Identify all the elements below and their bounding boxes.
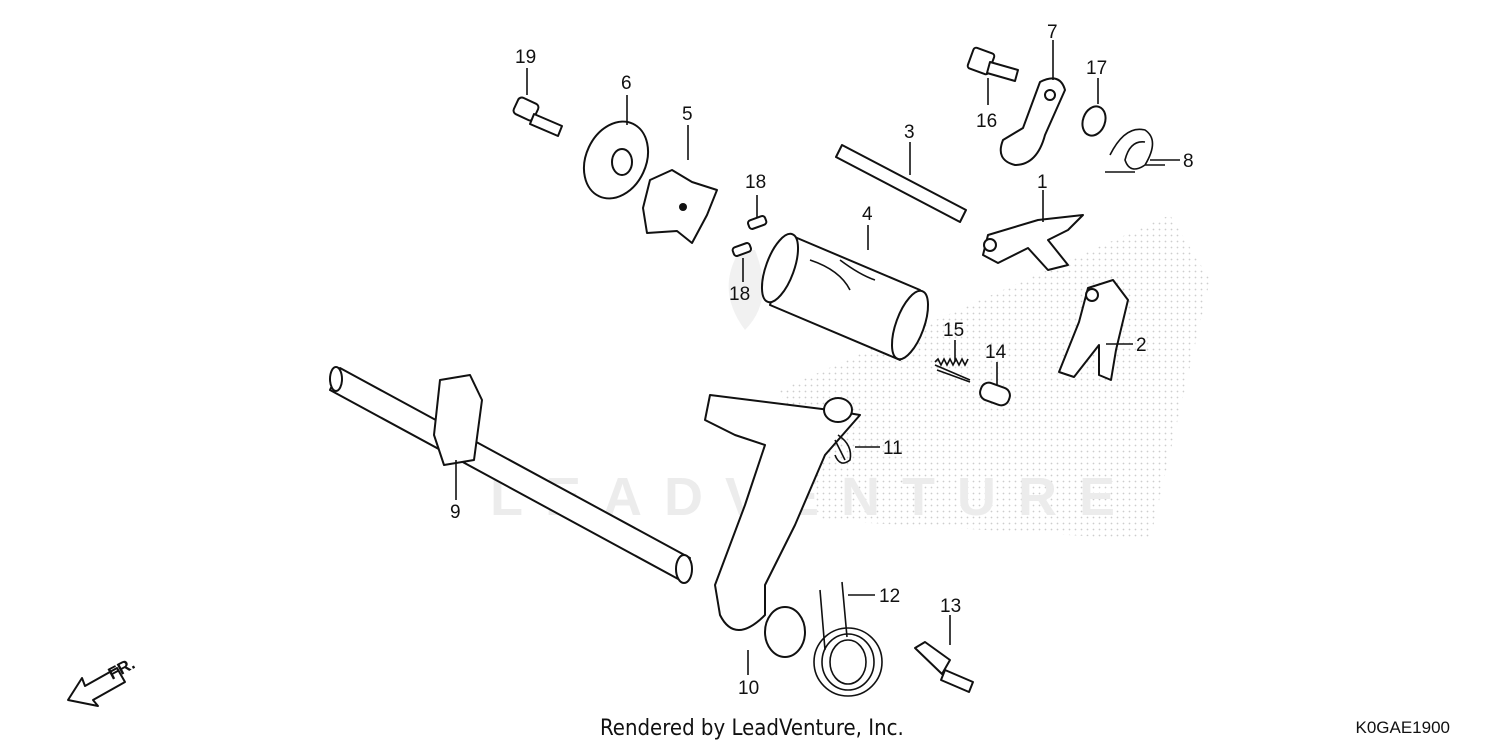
part-4-shift-drum[interactable] [755, 229, 936, 363]
part-17-washer[interactable] [1079, 103, 1110, 139]
part-18-pin-lower[interactable] [731, 242, 752, 257]
part-2-shift-fork[interactable] [1058, 279, 1129, 381]
callout-14: 14 [985, 342, 1007, 363]
callout-11: 11 [883, 438, 903, 459]
part-1-shift-fork[interactable] [982, 214, 1084, 271]
part-13-bolt[interactable] [914, 641, 974, 693]
part-8-spring[interactable] [1105, 128, 1165, 173]
part-3-shaft[interactable] [835, 144, 967, 223]
part-18-pin-upper[interactable] [747, 215, 768, 230]
part-7-stopper-arm[interactable] [999, 77, 1066, 166]
part-6-plate[interactable] [572, 111, 660, 209]
callout-18-upper: 18 [745, 172, 766, 193]
callout-3: 3 [904, 122, 915, 143]
callout-12: 12 [879, 586, 900, 607]
callout-9: 9 [450, 502, 461, 523]
part-14-pin[interactable] [978, 380, 1012, 407]
part-16-bolt[interactable] [966, 46, 1019, 82]
part-5-star-plate[interactable] [642, 169, 718, 244]
callout-labels: 19 6 5 18 18 4 3 16 7 17 8 1 2 15 14 9 1… [450, 22, 1194, 699]
part-9-gearshift-spindle[interactable] [329, 366, 693, 584]
leader-lines [455, 40, 1180, 675]
callout-19: 19 [515, 47, 536, 68]
part-12-spring[interactable] [813, 581, 883, 697]
part-15-spring[interactable] [934, 357, 971, 383]
callout-2: 2 [1136, 335, 1147, 356]
diagram-code: K0GAE1900 [1355, 718, 1450, 737]
callout-16: 16 [976, 111, 997, 132]
callout-7: 7 [1047, 22, 1058, 43]
callout-5: 5 [682, 104, 693, 125]
callout-18-lower: 18 [729, 284, 750, 305]
callout-10: 10 [738, 678, 759, 699]
callout-13: 13 [940, 596, 961, 617]
callout-15: 15 [943, 320, 964, 341]
part-19-bolt[interactable] [512, 96, 563, 137]
callout-17: 17 [1086, 58, 1107, 79]
footer-credit: Rendered by LeadVenture, Inc. [600, 716, 904, 741]
callout-1: 1 [1037, 172, 1048, 193]
front-direction-arrow: FR. [67, 654, 138, 707]
callout-4: 4 [862, 204, 873, 225]
part-11-spring[interactable] [834, 434, 852, 464]
callout-6: 6 [621, 73, 632, 94]
callout-8: 8 [1183, 151, 1194, 172]
part-10-shift-arm[interactable] [704, 394, 861, 658]
